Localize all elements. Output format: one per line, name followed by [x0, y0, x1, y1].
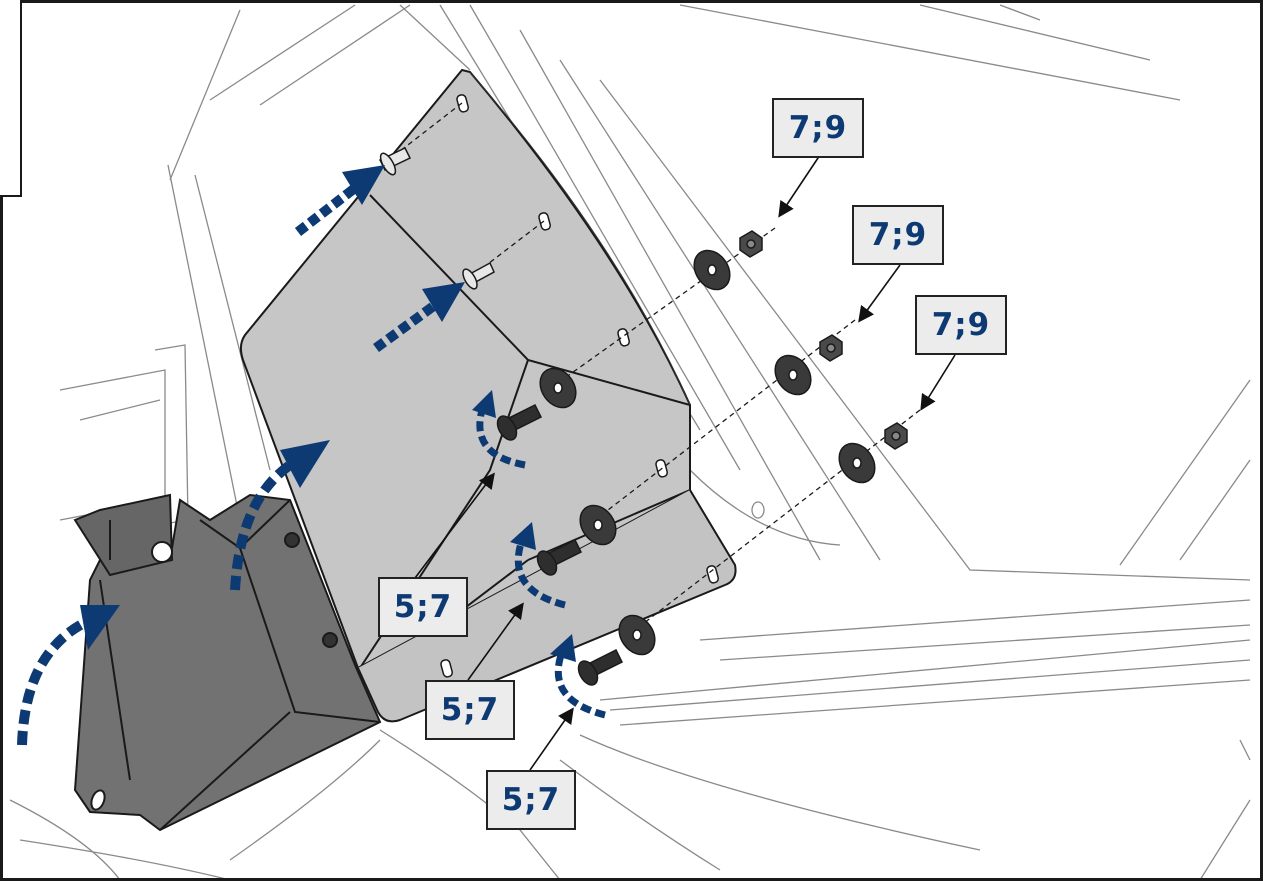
bolt-size-callout-1: 5;7: [378, 577, 468, 637]
vehicle-frame-lines: [9, 4, 1251, 881]
nut-size-callout-2: 7;9: [852, 205, 944, 265]
bolt-size-callout-2: 5;7: [425, 680, 515, 740]
nuts-and-washers: [496, 230, 908, 686]
nut-size-callout-3: 7;9: [915, 295, 1007, 355]
bolt-size-callout-3: 5;7: [486, 770, 576, 830]
motion-arrows: [17, 165, 606, 746]
assembly-dash-lines: [394, 102, 921, 631]
corner-inset-box: [0, 0, 22, 197]
nut-size-callout-1: 7;9: [772, 98, 864, 158]
callout-leaders: [414, 154, 956, 771]
side-guard: [73, 493, 382, 832]
